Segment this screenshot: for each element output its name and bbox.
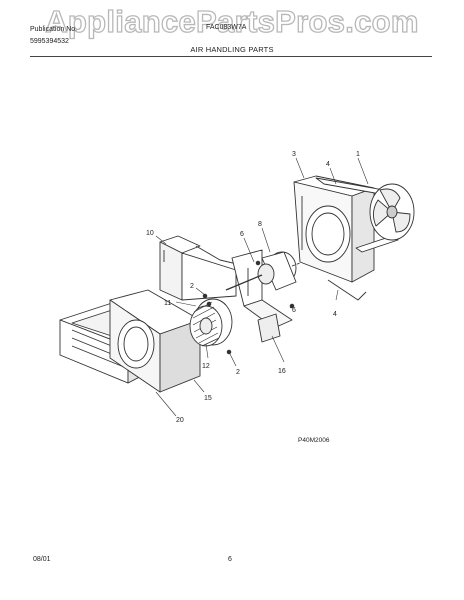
model-number: FAC083W7A xyxy=(206,24,247,31)
condenser-shroud-part xyxy=(293,175,375,283)
blower-wheel-part xyxy=(189,298,233,347)
callout-3: 3 xyxy=(292,151,296,158)
page-title: AIR HANDLING PARTS xyxy=(190,45,274,54)
screws-part xyxy=(202,260,295,355)
footer-date: 08/01 xyxy=(33,556,51,563)
callout-labels: 1 3 4 8 6 10 2 11 6 4 12 2 16 15 20 xyxy=(146,151,360,424)
callout-8: 8 xyxy=(258,221,262,228)
watermark-logo: AppliancePartsPros.com xyxy=(45,3,420,39)
callout-1: 1 xyxy=(356,151,360,158)
publication-number: 5995394532 xyxy=(30,38,69,45)
callout-4-top: 4 xyxy=(326,161,330,168)
condenser-fan-part xyxy=(369,183,415,241)
leader-lines xyxy=(155,157,369,417)
page-number: 6 xyxy=(228,556,232,563)
header-rule xyxy=(30,56,432,57)
motor-bracket-part xyxy=(231,249,293,343)
shroud-part xyxy=(109,289,201,393)
publication-block: Publication No. 5995394532 xyxy=(30,24,77,48)
callout-10: 10 xyxy=(146,230,154,237)
callout-6-lower: 6 xyxy=(292,307,296,314)
callout-16: 16 xyxy=(278,368,286,375)
publication-label: Publication No. xyxy=(30,26,78,33)
callout-20: 20 xyxy=(176,417,184,424)
callout-2-lower: 2 xyxy=(236,369,240,376)
callout-6-top: 6 xyxy=(240,231,244,238)
fan-motor-part xyxy=(225,247,341,291)
figure-id: P40M2006 xyxy=(298,437,330,444)
callout-15: 15 xyxy=(204,395,212,402)
callout-2-upper: 2 xyxy=(190,283,194,290)
callout-12: 12 xyxy=(202,363,210,370)
callout-11: 11 xyxy=(164,300,171,307)
callout-4-lower: 4 xyxy=(333,311,337,318)
